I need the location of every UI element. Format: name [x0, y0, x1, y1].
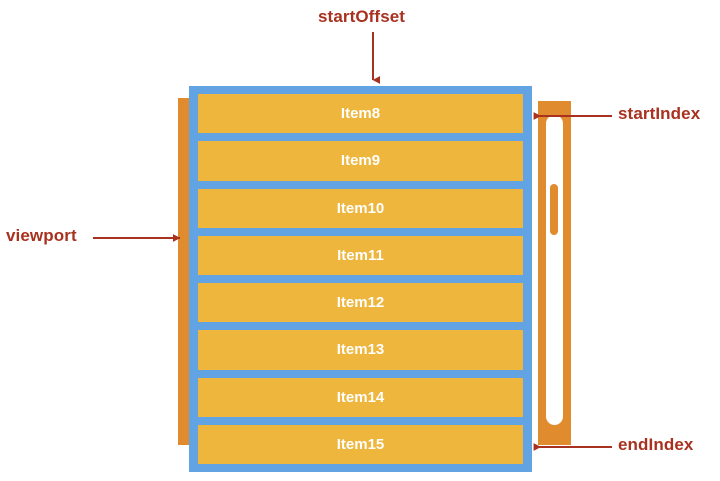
scrollbar-thumb[interactable]: [550, 184, 558, 235]
list-item[interactable]: Item8: [198, 94, 523, 134]
list-item[interactable]: Item9: [198, 141, 523, 181]
list-item[interactable]: Item10: [198, 188, 523, 228]
list-item-label: Item11: [337, 246, 384, 264]
list-item[interactable]: Item14: [198, 377, 523, 417]
label-start-index: startIndex: [618, 104, 701, 123]
list-item-label: Item12: [336, 294, 385, 312]
list-item-label: Item8: [340, 105, 381, 123]
list-item-label: Item13: [336, 341, 385, 359]
list-item-label: Item10: [336, 199, 385, 217]
scrollbar-rail[interactable]: [546, 115, 563, 425]
list-container: Item8 Item9 Item10 Item11 Item12 Item13 …: [189, 86, 532, 472]
list-item[interactable]: Item15: [198, 424, 523, 464]
label-viewport: viewport: [6, 226, 77, 245]
label-end-index: endIndex: [618, 435, 694, 454]
scrollbar[interactable]: [538, 101, 571, 445]
label-start-offset: startOffset: [318, 7, 406, 26]
list-item[interactable]: Item11: [198, 235, 523, 275]
list-item[interactable]: Item13: [198, 330, 523, 370]
list-item-label: Item15: [336, 435, 385, 453]
list-item[interactable]: Item12: [198, 283, 523, 323]
list-item-label: Item14: [336, 388, 385, 406]
list-item-label: Item9: [340, 152, 381, 170]
